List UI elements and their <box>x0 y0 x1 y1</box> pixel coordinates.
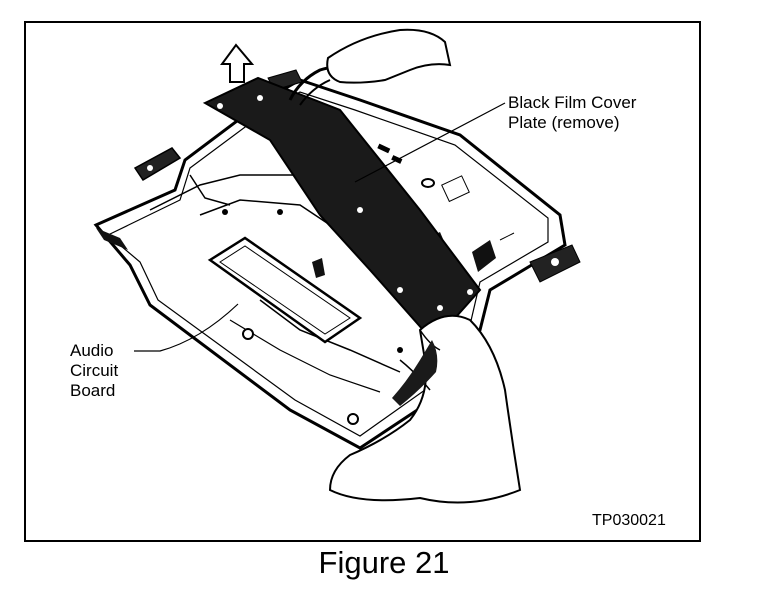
film-cover-label-line1: Black Film Cover <box>508 93 637 112</box>
film-cover-label-line2: Plate (remove) <box>508 113 620 132</box>
display-window <box>207 236 363 344</box>
film-cover-label: Black Film Cover Plate (remove) <box>508 93 636 133</box>
figure-code: TP030021 <box>592 512 666 529</box>
top-hand <box>326 28 452 84</box>
figure-frame <box>24 21 701 542</box>
bottom-hand <box>328 314 522 504</box>
audio-leader-line <box>134 303 239 352</box>
lift-arrow-icon <box>220 43 255 83</box>
audio-board-label-line2: Circuit <box>70 361 119 380</box>
figure-caption: Figure 21 <box>318 545 450 580</box>
film-leader-line <box>354 102 506 183</box>
audio-board-label-line3: Board <box>70 381 116 400</box>
bracket-left <box>133 147 182 182</box>
audio-board-label-line1: Audio <box>70 341 114 360</box>
audio-board-label: Audio Circuit Board <box>70 341 118 401</box>
